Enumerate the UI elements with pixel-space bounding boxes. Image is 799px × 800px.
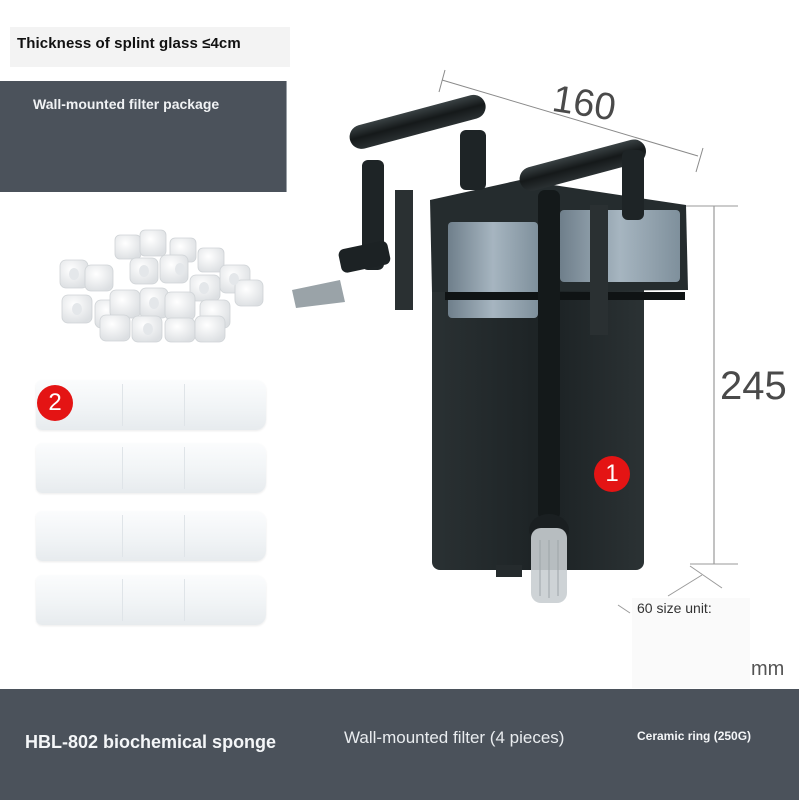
footer-item-filter: Wall-mounted filter (4 pieces) [344, 728, 565, 747]
unit-label: mm [751, 658, 785, 680]
contents-footer: HBL-802 biochemical sponge Wall-mounted … [0, 689, 799, 800]
size-unit-box [632, 598, 750, 688]
package-label: Wall-mounted filter package [33, 96, 220, 112]
sponge-number-badge: 2 [37, 385, 73, 421]
footer-item-ceramic-ring: Ceramic ring (250G) [637, 729, 752, 743]
sponge-pad-icon [36, 511, 266, 561]
package-panel: Wall-mounted filter package [0, 81, 287, 192]
sponge-pad-icon [36, 443, 266, 493]
sponge-pad-icon [36, 575, 266, 625]
sponge-pads [34, 378, 269, 628]
filter-number-badge: 1 [594, 456, 630, 492]
sponge-pad-icon [36, 380, 266, 430]
height-dimension: 245 [720, 364, 787, 408]
size-unit-label: 60 size unit: [637, 600, 712, 616]
footer-item-sponge: HBL-802 biochemical sponge [25, 732, 277, 752]
glass-thickness-note: Thickness of splint glass ≤4cm [10, 27, 290, 67]
ceramic-rings-icon [59, 229, 264, 343]
